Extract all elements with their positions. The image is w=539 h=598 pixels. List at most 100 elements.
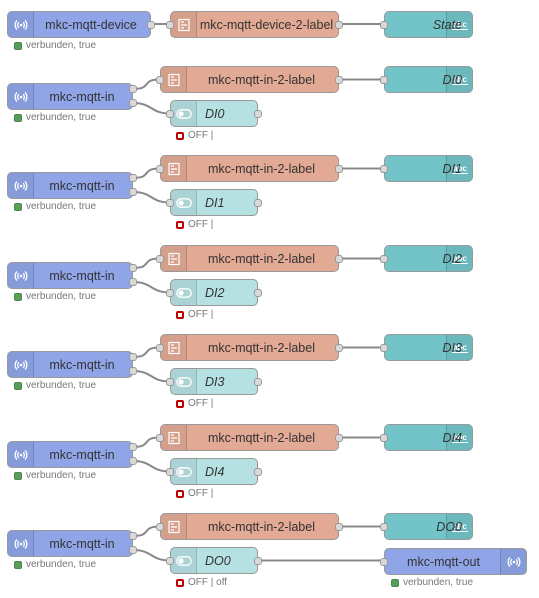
row-5-mqtt-in-node-output-port-1[interactable] xyxy=(129,443,137,451)
row-6-function-node-input-port[interactable] xyxy=(156,522,164,531)
row-1-text-node-input-port[interactable] xyxy=(380,75,388,84)
row-1-switch-node-label: DI0 xyxy=(205,106,225,121)
row-1-mqtt-in-node[interactable]: mkc-mqtt-in xyxy=(7,83,133,110)
row-1-mqtt-in-node-output-port-2[interactable] xyxy=(129,99,137,107)
row-6-switch-node-output-port-1[interactable] xyxy=(254,556,262,565)
abc-text-icon: abc xyxy=(446,12,472,37)
row-2-wire-mqtt-to-function[interactable] xyxy=(132,167,161,179)
mqtt-out-node[interactable]: mkc-mqtt-out xyxy=(384,548,527,575)
row-4-mqtt-in-node[interactable]: mkc-mqtt-in xyxy=(7,351,133,378)
row-6-mqtt-in-node-output-port-1[interactable] xyxy=(129,532,137,540)
device-2-label-node[interactable]: mkc-mqtt-device-2-label xyxy=(170,11,339,38)
row-2-switch-node-output-port-1[interactable] xyxy=(254,198,262,207)
row-2-switch-node-input-port[interactable] xyxy=(166,198,174,207)
row-1-mqtt-in-node-output-port-1[interactable] xyxy=(129,85,137,93)
row-6-wire-mqtt-to-function[interactable] xyxy=(132,525,161,537)
row-6-text-node-input-port[interactable] xyxy=(380,522,388,531)
row-4-function-node[interactable]: mkc-mqtt-in-2-label xyxy=(160,334,339,361)
row-2-mqtt-in-node-output-port-1[interactable] xyxy=(129,174,137,182)
row-2-text-node-input-port[interactable] xyxy=(380,164,388,173)
row-2-function-node-output-port-1[interactable] xyxy=(335,164,343,173)
row-2-wire-mqtt-to-switch[interactable] xyxy=(132,191,171,204)
row-2-mqtt-in-node[interactable]: mkc-mqtt-in xyxy=(7,172,133,199)
row-4-text-node-input-port[interactable] xyxy=(380,343,388,352)
row-5-function-node[interactable]: mkc-mqtt-in-2-label xyxy=(160,424,339,451)
row-1-wire-mqtt-to-function[interactable] xyxy=(132,78,161,90)
row-4-mqtt-in-node-output-port-2[interactable] xyxy=(129,367,137,375)
row-4-function-node-input-port[interactable] xyxy=(156,343,164,352)
row-4-wire-mqtt-to-function[interactable] xyxy=(132,346,161,358)
mqtt-device-node[interactable]: mkc-mqtt-device xyxy=(7,11,151,38)
row-3-wire-mqtt-to-switch[interactable] xyxy=(132,281,171,294)
row-6-mqtt-in-node-label: mkc-mqtt-in xyxy=(49,536,115,551)
row-6-wire-mqtt-to-switch[interactable] xyxy=(132,549,171,562)
row-1-function-node[interactable]: mkc-mqtt-in-2-label xyxy=(160,66,339,93)
abc-text-icon: abc xyxy=(446,67,472,92)
row-6-switch-node[interactable]: DO0 xyxy=(170,547,258,574)
row-1-wire-mqtt-to-switch[interactable] xyxy=(132,102,171,115)
row-1-switch-node-output-port-1[interactable] xyxy=(254,109,262,118)
row-4-switch-node[interactable]: DI3 xyxy=(170,368,258,395)
svg-text:abc: abc xyxy=(453,20,467,29)
row-2-mqtt-in-node-label: mkc-mqtt-in xyxy=(49,178,115,193)
row-3-switch-node-output-port-1[interactable] xyxy=(254,288,262,297)
row-2-switch-node[interactable]: DI1 xyxy=(170,189,258,216)
row-4-mqtt-in-node-output-port-1[interactable] xyxy=(129,353,137,361)
row-3-mqtt-in-node-output-port-1[interactable] xyxy=(129,264,137,272)
row-6-switch-node-input-port[interactable] xyxy=(166,556,174,565)
row-2-function-node-input-port[interactable] xyxy=(156,164,164,173)
row-5-switch-node[interactable]: DI4 xyxy=(170,458,258,485)
row-3-function-node-input-port[interactable] xyxy=(156,254,164,263)
row-6-mqtt-in-node[interactable]: mkc-mqtt-in xyxy=(7,530,133,557)
row-5-text-node-input-port[interactable] xyxy=(380,433,388,442)
row-3-mqtt-in-node-output-port-2[interactable] xyxy=(129,278,137,286)
abc-text-icon: abc xyxy=(446,246,472,271)
state-text-node-input-port[interactable] xyxy=(380,20,388,29)
state-text-node-label: State xyxy=(432,17,462,32)
row-5-switch-node-input-port[interactable] xyxy=(166,467,174,476)
row-3-text-node-input-port[interactable] xyxy=(380,254,388,263)
row-1-switch-node-input-port[interactable] xyxy=(166,109,174,118)
function-icon xyxy=(161,425,187,450)
function-icon xyxy=(161,514,187,539)
row-3-function-node[interactable]: mkc-mqtt-in-2-label xyxy=(160,245,339,272)
row-5-mqtt-in-node-output-port-2[interactable] xyxy=(129,457,137,465)
row-5-wire-mqtt-to-switch[interactable] xyxy=(132,460,171,473)
row-6-function-node[interactable]: mkc-mqtt-in-2-label xyxy=(160,513,339,540)
row-3-function-node-output-port-1[interactable] xyxy=(335,254,343,263)
row-5-switch-node-output-port-1[interactable] xyxy=(254,467,262,476)
row-4-switch-node-output-port-1[interactable] xyxy=(254,377,262,386)
row-4-wire-mqtt-to-switch[interactable] xyxy=(132,370,171,383)
device-2-label-node-input-port[interactable] xyxy=(166,20,174,29)
row-4-function-node-output-port-1[interactable] xyxy=(335,343,343,352)
row-5-function-node-input-port[interactable] xyxy=(156,433,164,442)
row-3-wire-mqtt-to-function[interactable] xyxy=(132,257,161,269)
row-3-switch-node-input-port[interactable] xyxy=(166,288,174,297)
row-5-wire-mqtt-to-function[interactable] xyxy=(132,436,161,448)
row-2-function-node[interactable]: mkc-mqtt-in-2-label xyxy=(160,155,339,182)
row-6-function-node-output-port-1[interactable] xyxy=(335,522,343,531)
mqtt-out-node-input-port[interactable] xyxy=(380,557,388,566)
row-2-mqtt-in-node-output-port-2[interactable] xyxy=(129,188,137,196)
row-6-mqtt-in-node-output-port-2[interactable] xyxy=(129,546,137,554)
device-2-label-node-label: mkc-mqtt-device-2-label xyxy=(199,17,334,32)
row-5-function-node-output-port-1[interactable] xyxy=(335,433,343,442)
device-2-label-node-output-port-1[interactable] xyxy=(335,20,343,29)
row-1-function-node-input-port[interactable] xyxy=(156,75,164,84)
row-5-mqtt-in-node[interactable]: mkc-mqtt-in xyxy=(7,441,133,468)
row-3-mqtt-in-node[interactable]: mkc-mqtt-in xyxy=(7,262,133,289)
row-1-switch-node[interactable]: DI0 xyxy=(170,100,258,127)
svg-text:abc: abc xyxy=(453,164,467,173)
row-1-function-node-output-port-1[interactable] xyxy=(335,75,343,84)
mqtt-device-node-output-port-1[interactable] xyxy=(147,20,155,29)
row-4-switch-node-input-port[interactable] xyxy=(166,377,174,386)
row-3-switch-node[interactable]: DI2 xyxy=(170,279,258,306)
